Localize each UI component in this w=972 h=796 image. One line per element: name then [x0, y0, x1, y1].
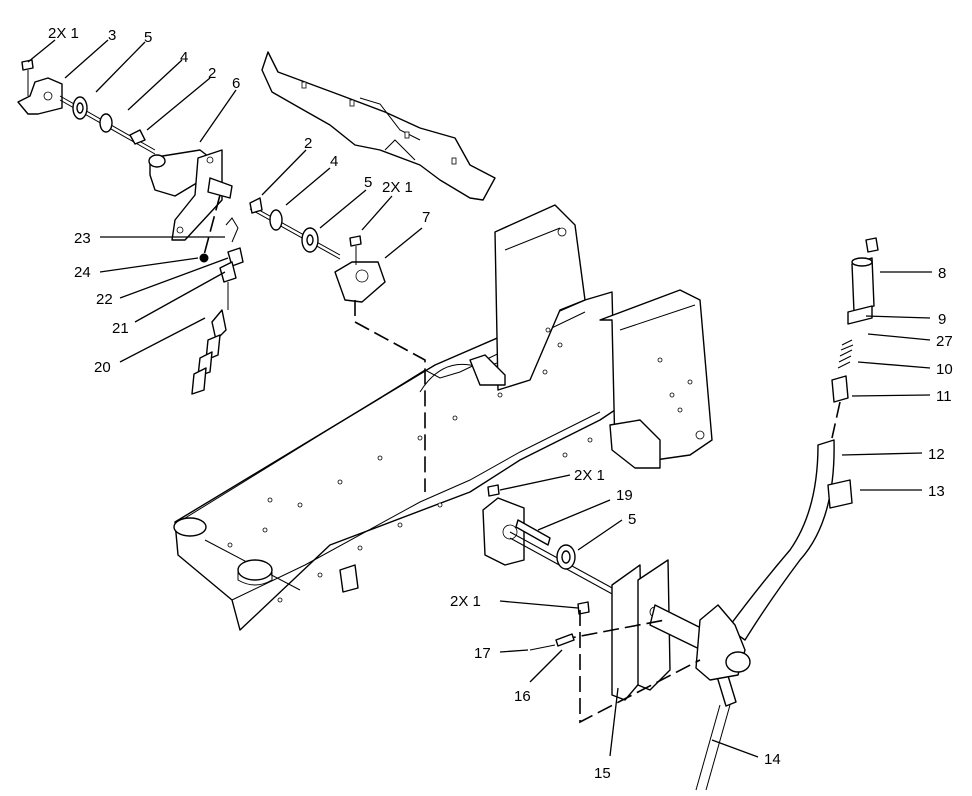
callout-10: 10	[936, 361, 953, 378]
callout-2-mid: 2	[304, 135, 312, 152]
top-bracket-plate	[261, 51, 496, 201]
callout-5-lower: 5	[628, 511, 636, 528]
callout-8: 8	[938, 265, 946, 282]
callout-15: 15	[594, 765, 611, 782]
main-frame	[173, 204, 713, 631]
callout-20: 20	[94, 359, 111, 376]
callout-12: 12	[928, 446, 945, 463]
callout-24: 24	[74, 264, 91, 281]
callout-2x1-lower: 2X 1	[574, 467, 605, 484]
callout-13: 13	[928, 483, 945, 500]
callout-7: 7	[422, 209, 430, 226]
callout-5-top: 5	[144, 29, 152, 46]
callout-22: 22	[96, 291, 113, 308]
callout-21: 21	[112, 320, 129, 337]
callout-14: 14	[764, 751, 781, 768]
top-left-assembly	[17, 59, 244, 395]
callout-4-top: 4	[180, 49, 188, 66]
callout-27: 27	[936, 333, 953, 350]
lower-assembly	[482, 484, 751, 724]
callout-11: 11	[936, 388, 952, 405]
middle-assembly	[249, 197, 426, 492]
callout-6: 6	[232, 75, 240, 92]
callout-5-mid: 5	[364, 174, 372, 191]
callout-2x1-mid: 2X 1	[382, 179, 413, 196]
callout-16: 16	[514, 688, 531, 705]
callout-4-mid: 4	[330, 153, 338, 170]
leader-lines	[27, 39, 932, 758]
callout-23: 23	[74, 230, 91, 247]
callout-2-top: 2	[208, 65, 216, 82]
frame-holes	[227, 227, 705, 603]
right-assembly	[695, 237, 879, 791]
callout-labels: 2X 1 3 5 4 2 6 2 4 5 2X 1 7 23 24 22 21 …	[48, 25, 953, 782]
callout-17: 17	[474, 645, 491, 662]
callout-3: 3	[108, 27, 116, 44]
callout-2x1-bottom: 2X 1	[450, 593, 481, 610]
callout-2x1-top-left: 2X 1	[48, 25, 79, 42]
callout-19: 19	[616, 487, 633, 504]
callout-9: 9	[938, 311, 946, 328]
